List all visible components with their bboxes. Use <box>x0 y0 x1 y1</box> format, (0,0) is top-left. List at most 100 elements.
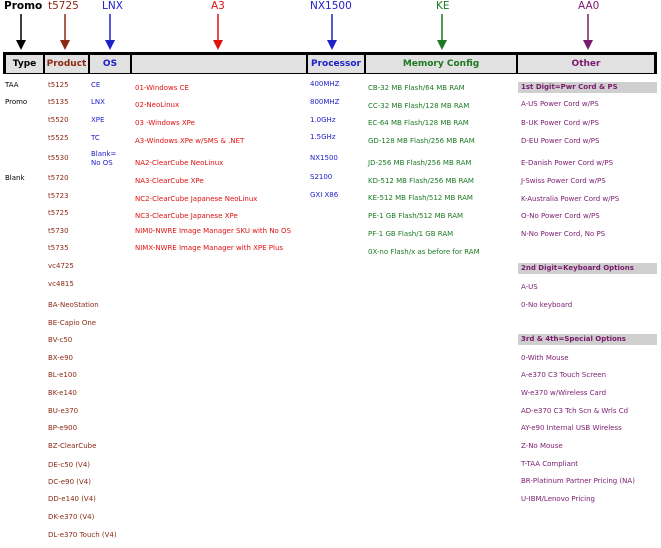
product-item: BV-c50 <box>48 336 73 344</box>
label-processor-example: NX1500 <box>310 0 352 12</box>
label-promo: Promo <box>4 0 43 12</box>
product-item: DD-e140 (V4) <box>48 495 96 503</box>
product-item: vc4815 <box>48 280 74 288</box>
label-product-example: t5725 <box>48 0 79 12</box>
memory-item: PF-1 GB Flash/1 GB RAM <box>368 230 454 238</box>
other-item: T-TAA Compliant <box>521 460 579 468</box>
memory-item: KE-512 MB Flash/512 MB RAM <box>368 194 473 202</box>
label-memory-example: KE <box>436 0 450 12</box>
memory-item: PE-1 GB Flash/512 MB RAM <box>368 212 464 220</box>
other-item: 0-With Mouse <box>521 354 569 362</box>
header-type: Type <box>6 55 43 73</box>
other-item: K-Australia Power Cord w/PS <box>521 195 620 203</box>
product-item: BZ-ClearCube <box>48 442 97 450</box>
other-item: O-No Power Cord w/PS <box>521 212 600 220</box>
product-item: BE-Capio One <box>48 319 97 327</box>
header-product: Product <box>45 55 88 73</box>
a3-item: NIMX-NWRE Image Manager with XPE Plus <box>135 244 284 252</box>
arrow-down-icon <box>105 14 115 50</box>
other-item: AY-e90 Internal USB Wireless <box>521 424 622 432</box>
product-item: DE-c50 (V4) <box>48 461 91 469</box>
memory-item: CC-32 MB Flash/128 MB RAM <box>368 102 470 110</box>
memory-item: EC-64 MB Flash/128 MB RAM <box>368 119 469 127</box>
processor-item: 400MHZ <box>310 80 340 88</box>
header-other: Other <box>518 55 654 73</box>
processor-item: NX1500 <box>310 154 338 162</box>
product-item: BL-e100 <box>48 371 77 379</box>
product-item: BA-NeoStation <box>48 301 99 309</box>
type-item: Promo <box>5 98 28 106</box>
os-item: LNX <box>91 98 105 106</box>
arrow-down-icon <box>60 14 70 50</box>
other-item: A-e370 C3 Touch Screen <box>521 371 607 379</box>
product-item: DC-e90 (V4) <box>48 478 91 486</box>
other-item: A-US <box>521 283 538 291</box>
os-item: XPE <box>91 116 105 124</box>
a3-item: 01-Windows CE <box>135 84 189 92</box>
os-item: CE <box>91 81 101 89</box>
memory-item: GD-128 MB Flash/256 MB RAM <box>368 137 475 145</box>
os-item: Blank= <box>91 150 117 158</box>
product-item: t5720 <box>48 174 69 182</box>
other-item: BR-Platinum Partner Pricing (NA) <box>521 477 635 485</box>
arrow-down-icon <box>437 14 447 50</box>
processor-item: S2100 <box>310 173 333 181</box>
processor-item: 800MHZ <box>310 98 340 106</box>
product-item: t5730 <box>48 227 69 235</box>
other-section-title: 2nd Digit=Keyboard Options <box>518 263 657 274</box>
memory-item: KD-512 MB Flash/256 MB RAM <box>368 177 474 185</box>
header-a3 <box>132 55 306 73</box>
label-os-example: LNX <box>102 0 123 12</box>
other-item: N-No Power Cord, No PS <box>521 230 606 238</box>
os-item: No OS <box>91 159 113 167</box>
a3-item: NA3-ClearCube XPe <box>135 177 204 185</box>
product-item: BK-e140 <box>48 389 77 397</box>
memory-item: CB-32 MB Flash/64 MB RAM <box>368 84 465 92</box>
other-item: B-UK Power Cord w/PS <box>521 119 599 127</box>
product-item: DK-e370 (V4) <box>48 513 95 521</box>
product-item: t5125 <box>48 81 69 89</box>
a3-item: NA2-ClearCube NeoLinux <box>135 159 224 167</box>
product-item: vc4725 <box>48 262 74 270</box>
product-item: DL-e370 Touch (V4) <box>48 531 117 539</box>
other-item: Z-No Mouse <box>521 442 563 450</box>
other-item: U-IBM/Lenovo Pricing <box>521 495 595 503</box>
product-item: t5520 <box>48 116 69 124</box>
a3-item: A3-Windows XPe w/SMS & .NET <box>135 137 245 145</box>
other-item: W-e370 w/Wireless Card <box>521 389 607 397</box>
product-item: t5525 <box>48 134 69 142</box>
os-item: TC <box>91 134 100 142</box>
other-section-title: 3rd & 4th=Special Options <box>518 334 657 345</box>
a3-item: NIM0-NWRE Image Manager SKU with No OS <box>135 227 292 235</box>
product-item: t5725 <box>48 209 69 217</box>
product-item: t5530 <box>48 154 69 162</box>
arrow-down-icon <box>327 14 337 50</box>
other-item: J-Swiss Power Cord w/PS <box>521 177 606 185</box>
product-item: t5723 <box>48 192 69 200</box>
processor-item: GXI X86 <box>310 191 339 199</box>
arrow-down-icon <box>583 14 593 50</box>
other-item: 0-No keyboard <box>521 301 573 309</box>
memory-item: 0X-no Flash/x as before for RAM <box>368 248 480 256</box>
processor-item: 1.5GHz <box>310 133 336 141</box>
other-item: A-US Power Cord w/PS <box>521 100 599 108</box>
label-a3-example: A3 <box>211 0 225 12</box>
other-item: E-Danish Power Cord w/PS <box>521 159 614 167</box>
other-item: AD-e370 C3 Tch Scn & Wrls Cd <box>521 407 629 415</box>
product-item: BU-e370 <box>48 407 79 415</box>
product-item: t5735 <box>48 244 69 252</box>
memory-item: JD-256 MB Flash/256 MB RAM <box>368 159 472 167</box>
arrow-down-icon <box>213 14 223 50</box>
product-item: BP-e900 <box>48 424 78 432</box>
header-os: OS <box>90 55 130 73</box>
a3-item: NC2-ClearCube Japanese NeoLinux <box>135 195 258 203</box>
type-item: Blank <box>5 174 25 182</box>
other-item: D-EU Power Cord w/PS <box>521 137 600 145</box>
a3-item: NC3-ClearCube Japanese XPe <box>135 212 238 220</box>
header-processor: Processor <box>308 55 364 73</box>
a3-item: 02-NeoLinux <box>135 101 180 109</box>
a3-item: 03 -Windows XPe <box>135 119 195 127</box>
header-memory: Memory Config <box>366 55 516 73</box>
product-item: BX-e90 <box>48 354 73 362</box>
arrow-down-icon <box>16 14 26 50</box>
